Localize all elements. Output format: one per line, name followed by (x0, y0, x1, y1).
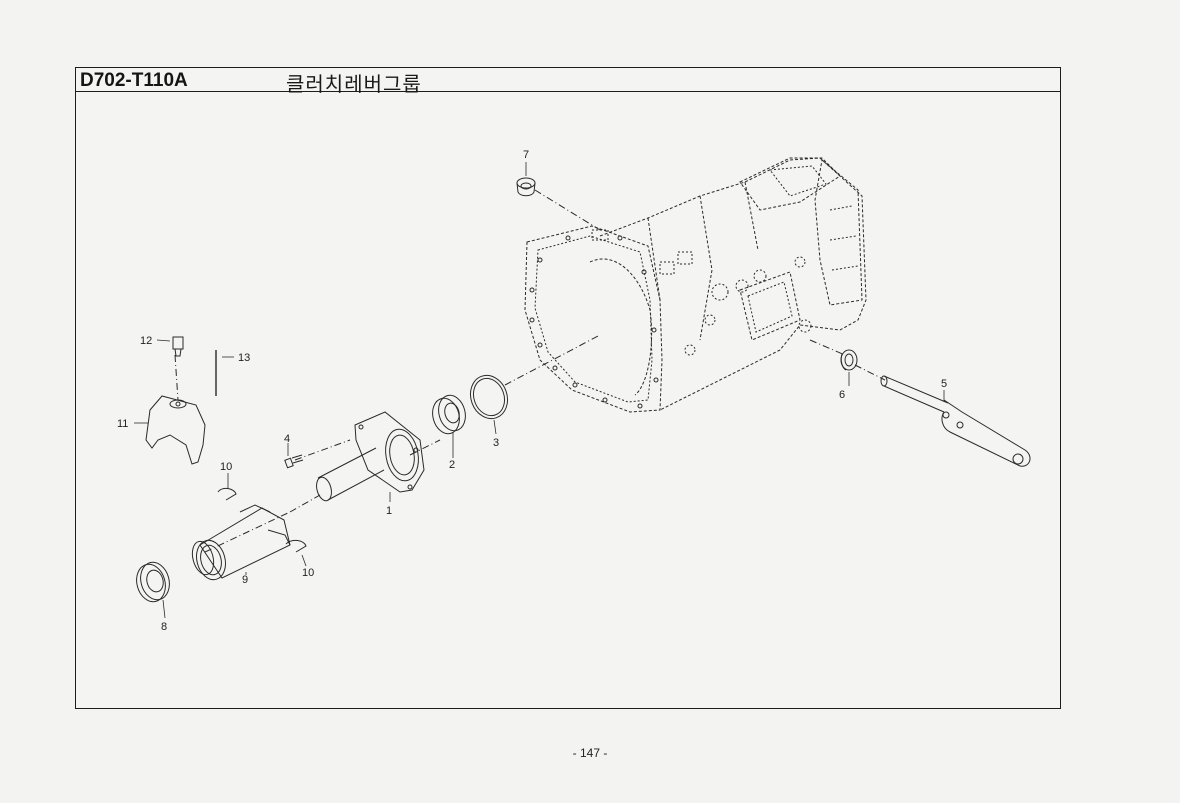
page-number: - 147 - (572, 746, 608, 760)
part-8-bearing (136, 561, 170, 603)
label-part-2: 2 (449, 459, 455, 471)
part-10-clips (217, 487, 307, 553)
header-bar: D702-T110A 클러치레버그룹 (76, 68, 1060, 96)
label-part-13: 13 (238, 352, 250, 364)
label-part-8: 8 (161, 621, 167, 633)
part-labels: 7 5 6 3 2 1 4 9 10 10 8 11 12 13 (117, 149, 947, 633)
diagram-title: 클러치레버그룹 (286, 72, 422, 96)
label-part-5: 5 (941, 378, 947, 390)
label-part-10b: 10 (302, 567, 314, 579)
center-lines (174, 189, 886, 553)
transmission-housing (524, 157, 867, 413)
part-9-release-sleeve (191, 504, 291, 581)
diagram-frame: D702-T110A 클러치레버그룹 (75, 67, 1061, 709)
label-part-12: 12 (140, 335, 152, 347)
label-part-3: 3 (493, 437, 499, 449)
part-6-seal (840, 349, 858, 371)
part-4-bolt (284, 454, 304, 469)
part-1-bearing-retainer (316, 411, 425, 502)
part-5-release-lever (880, 375, 1031, 467)
label-part-6: 6 (839, 389, 845, 401)
part-3-o-ring (469, 374, 509, 420)
label-part-10a: 10 (220, 461, 232, 473)
label-part-11: 11 (117, 418, 128, 430)
part-7-plug (516, 177, 536, 197)
label-part-4: 4 (284, 433, 290, 445)
leader-lines (134, 162, 945, 619)
part-11-fork (145, 395, 206, 465)
label-part-7: 7 (523, 149, 529, 161)
label-part-1: 1 (386, 505, 392, 517)
label-part-9: 9 (242, 574, 248, 586)
part-2-oil-seal (432, 394, 466, 435)
diagram-code: D702-T110A (80, 70, 188, 91)
part-12-grease-fitting (172, 336, 184, 357)
